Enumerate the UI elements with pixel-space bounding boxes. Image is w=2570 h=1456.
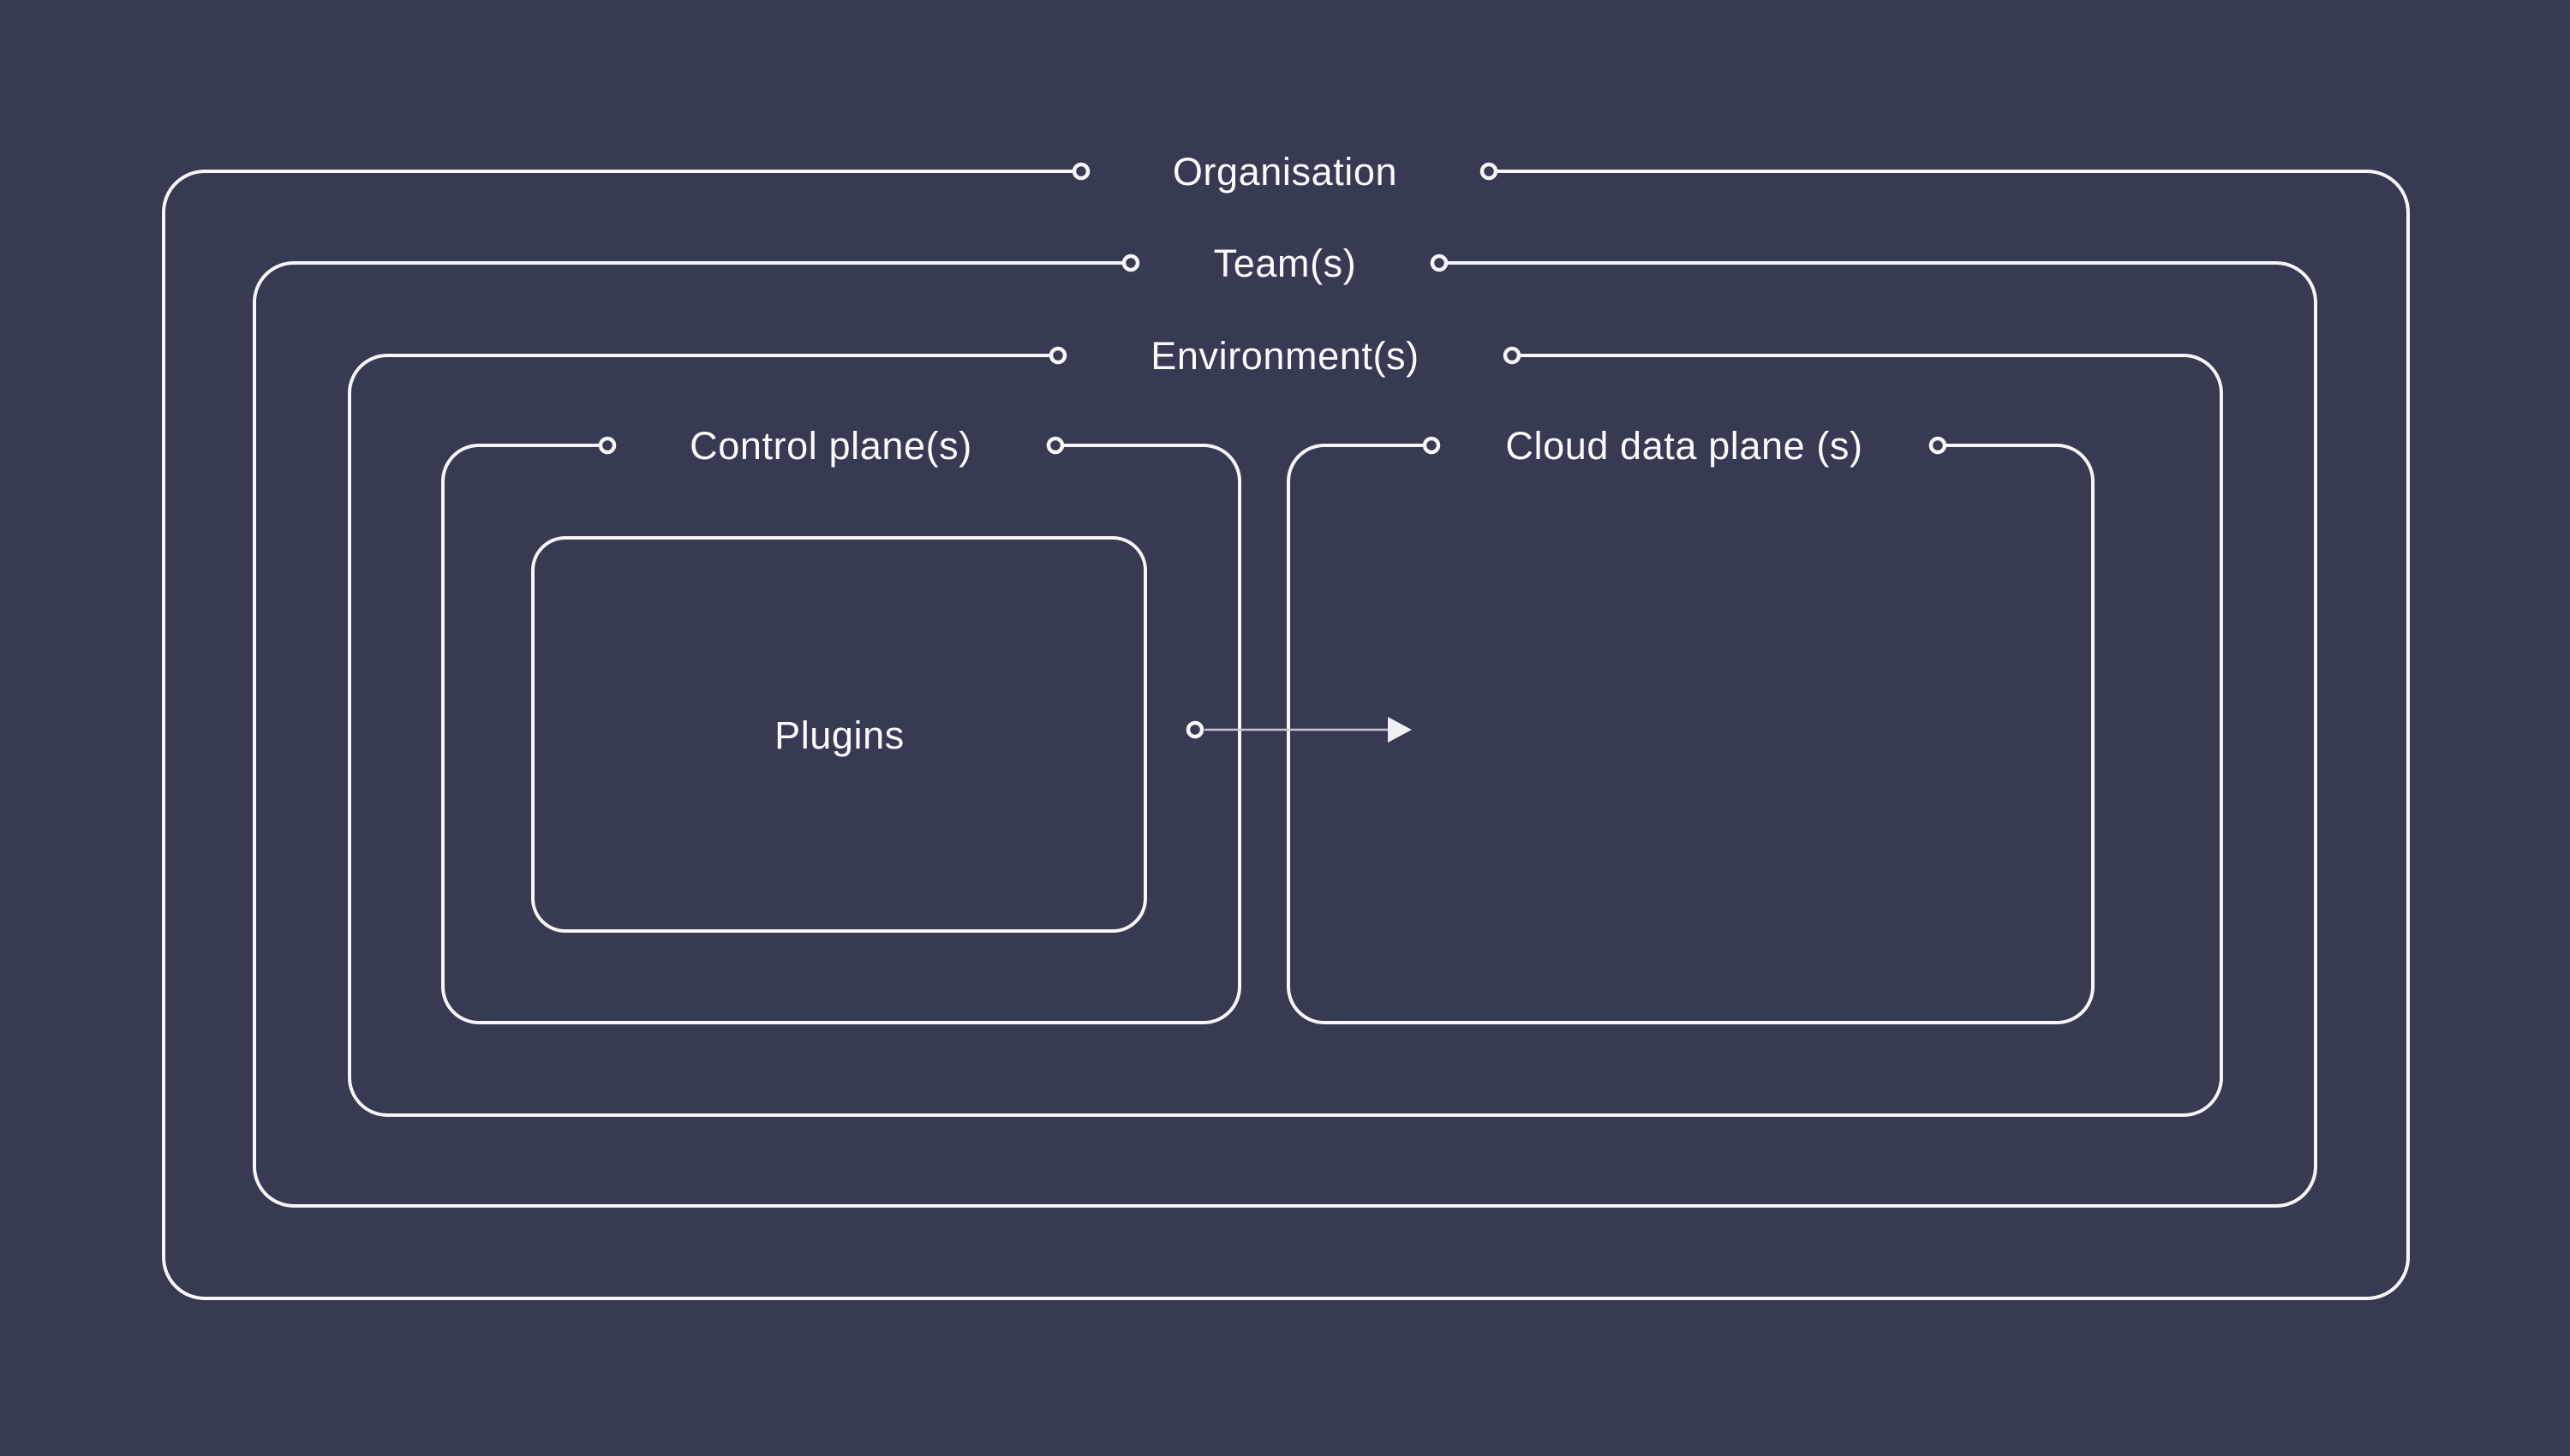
environments-terminal-dot-right (1503, 346, 1521, 365)
organisation-label-gap (1081, 144, 1489, 199)
arrowhead-icon (1388, 717, 1412, 743)
plugins-label: Plugins (774, 713, 905, 757)
cloud-data-plane-label-gap (1431, 418, 1938, 473)
environments-label-gap (1058, 328, 1512, 383)
organisation-terminal-dot-left (1072, 162, 1091, 181)
control-plane-terminal-dot-left (598, 436, 617, 455)
organisation-terminal-dot-right (1479, 162, 1498, 181)
teams-terminal-dot-right (1430, 254, 1449, 272)
arrow-start-dot (1186, 720, 1204, 739)
environments-terminal-dot-left (1049, 346, 1067, 365)
teams-label-gap (1131, 236, 1439, 290)
organisation-label: Organisation (1173, 150, 1397, 194)
teams-terminal-dot-left (1121, 254, 1140, 272)
cloud-data-plane-label: Cloud data plane (s) (1505, 424, 1862, 468)
control-plane-terminal-dot-right (1046, 436, 1065, 455)
plugins-box (531, 536, 1147, 933)
cloud-data-plane-terminal-dot-right (1928, 436, 1947, 455)
cloud-data-plane-terminal-dot-left (1422, 436, 1441, 455)
teams-label: Team(s) (1214, 242, 1357, 285)
control-to-cloud-arrow (1186, 717, 1412, 743)
control-plane-label: Control plane(s) (690, 424, 972, 468)
environments-label: Environment(s) (1151, 334, 1419, 378)
control-plane-label-gap (607, 418, 1055, 473)
